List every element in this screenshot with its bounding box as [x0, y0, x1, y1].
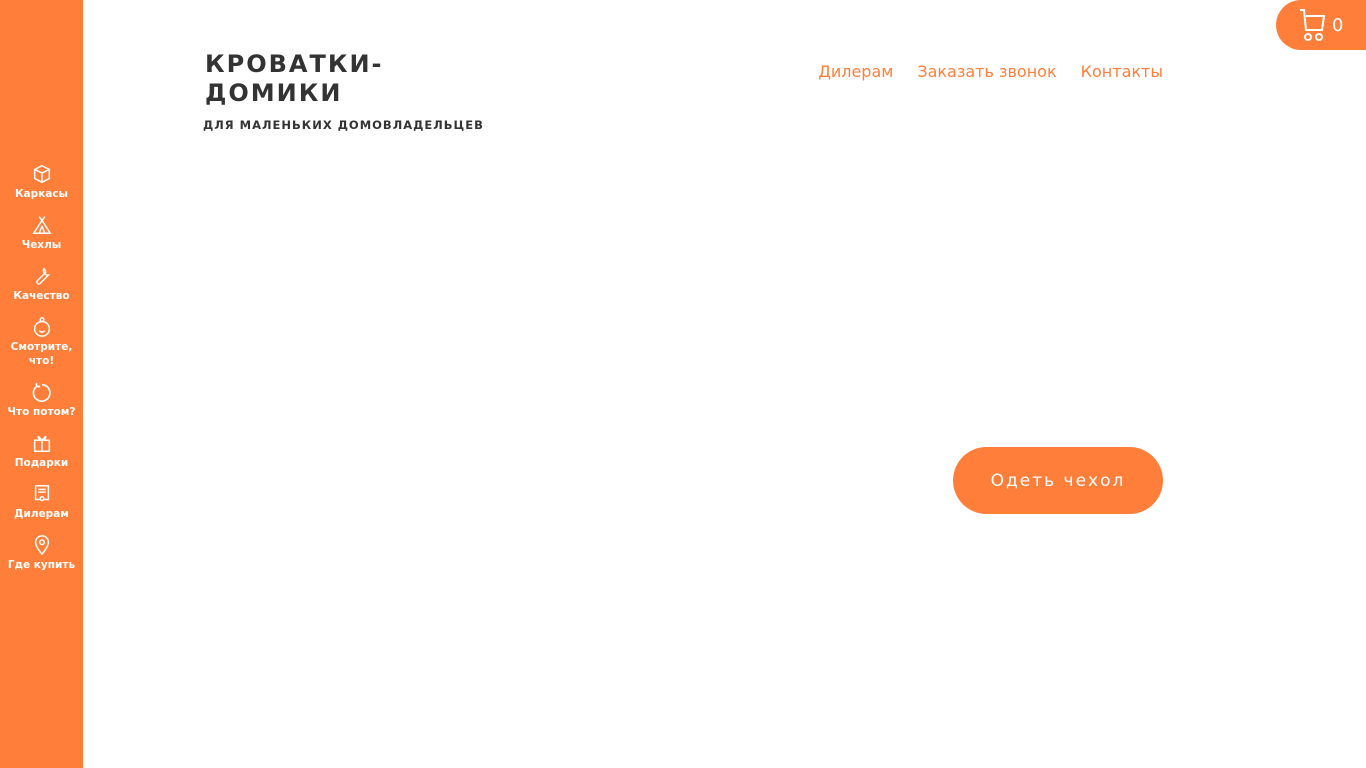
cart-button[interactable]: 0: [1276, 0, 1366, 50]
tent-icon: [31, 216, 52, 234]
gift-icon: [33, 435, 50, 452]
cart-icon: [1300, 9, 1326, 41]
baby-icon: [33, 317, 50, 337]
sidebar-item-dealers[interactable]: Дилерам: [0, 483, 83, 521]
sidebar-label: Где купить: [7, 559, 76, 571]
tagline: ДЛЯ МАЛЕНЬКИХ ДОМОВЛАДЕЛЬЦЕВ: [203, 118, 484, 132]
cube-icon: [33, 164, 50, 184]
sidebar-label: Подарки: [14, 457, 69, 469]
sidebar-nav: Каркасы Чехлы Качество Смотрите, что! Чт…: [0, 163, 83, 585]
nav-link-callback[interactable]: Заказать звонок: [917, 62, 1057, 81]
nav-link-contacts[interactable]: Контакты: [1080, 62, 1163, 81]
logo-line2: ДОМИКИ: [205, 79, 343, 107]
certificate-icon: [34, 485, 49, 502]
sidebar-item-gifts[interactable]: Подарки: [0, 432, 83, 470]
map-pin-icon: [34, 535, 49, 556]
sidebar-label: Качество: [13, 290, 70, 302]
sidebar-item-look[interactable]: Смотрите, что!: [0, 316, 83, 368]
top-nav: Дилерам Заказать звонок Контакты: [818, 62, 1163, 82]
sidebar-item-frames[interactable]: Каркасы: [0, 163, 83, 201]
sidebar: Каркасы Чехлы Качество Смотрите, что! Чт…: [0, 0, 83, 768]
wrench-icon: [35, 267, 50, 285]
sidebar-label: Чехлы: [21, 239, 62, 251]
nav-link-dealers[interactable]: Дилерам: [818, 62, 894, 81]
sidebar-label: Смотрите, что!: [10, 341, 73, 367]
logo[interactable]: КРОВАТКИ-ДОМИКИ: [205, 50, 384, 108]
logo-line1: КРОВАТКИ-: [205, 50, 384, 78]
cart-count: 0: [1332, 14, 1344, 36]
sidebar-item-where-to-buy[interactable]: Где купить: [0, 534, 83, 572]
put-on-cover-button[interactable]: Одеть чехол: [953, 447, 1163, 514]
sidebar-label: Каркасы: [14, 188, 69, 200]
sidebar-label: Что потом?: [7, 406, 76, 418]
sidebar-item-covers[interactable]: Чехлы: [0, 214, 83, 252]
refresh-icon: [32, 382, 51, 402]
sidebar-item-after[interactable]: Что потом?: [0, 381, 83, 419]
sidebar-item-quality[interactable]: Качество: [0, 265, 83, 303]
sidebar-label: Дилерам: [14, 508, 69, 520]
